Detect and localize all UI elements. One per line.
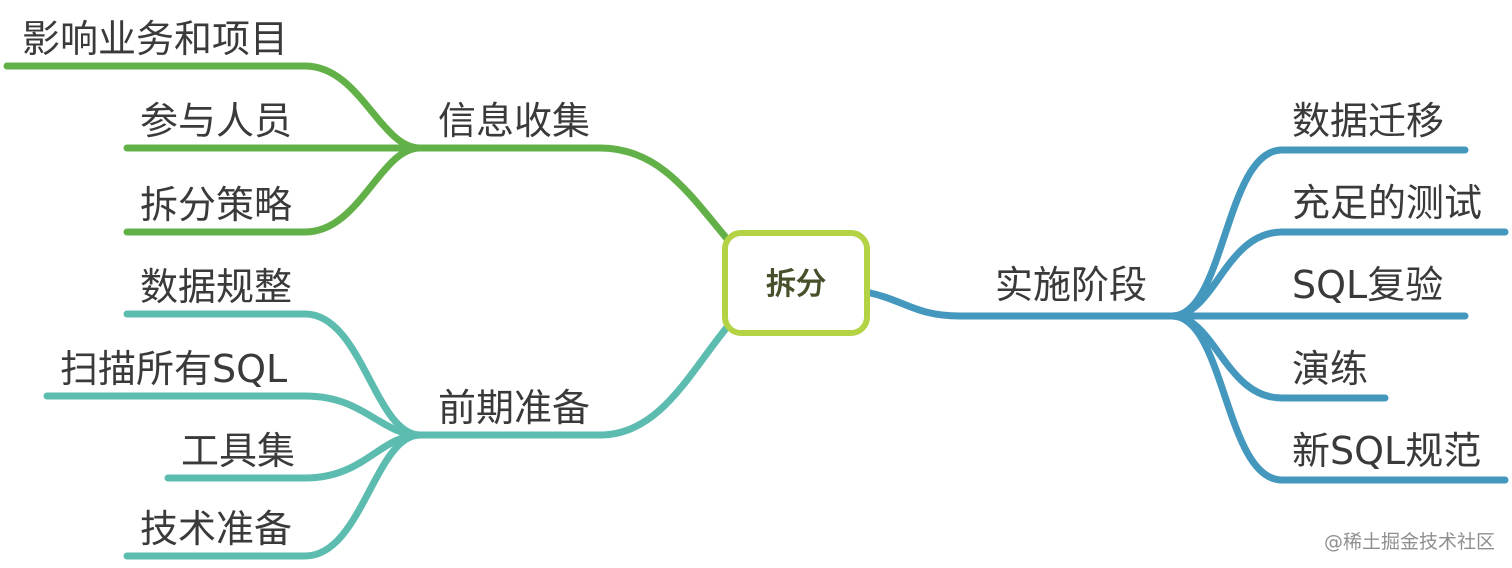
watermark: @稀土掘金技术社区 bbox=[1324, 531, 1495, 553]
connector-center-to-preparation bbox=[416, 322, 732, 439]
leaf-label-participants[interactable]: 参与人员 bbox=[140, 99, 292, 143]
branch-label-preparation[interactable]: 前期准备 bbox=[438, 386, 590, 430]
leaf-label-rehearsal[interactable]: 演练 bbox=[1292, 347, 1368, 391]
leaf-label-data-cleanup[interactable]: 数据规整 bbox=[140, 265, 292, 309]
leaf-label-toolset[interactable]: 工具集 bbox=[181, 429, 295, 473]
leaf-label-data-migration[interactable]: 数据迁移 bbox=[1292, 99, 1444, 143]
connector-leaf-testing bbox=[1168, 228, 1509, 320]
branch-info-collection: 信息收集 影响业务和项目 参与人员 拆分策略 bbox=[3, 17, 732, 244]
branch-label-info-collection[interactable]: 信息收集 bbox=[438, 99, 590, 143]
connector-center-to-implementation bbox=[862, 288, 1176, 320]
connector-leaf-tech-prep bbox=[123, 431, 424, 560]
branch-label-implementation[interactable]: 实施阶段 bbox=[995, 263, 1147, 307]
leaf-label-split-strategy[interactable]: 拆分策略 bbox=[140, 183, 292, 227]
leaf-label-scan-all-sql[interactable]: 扫描所有SQL bbox=[60, 347, 287, 391]
leaf-label-sufficient-testing[interactable]: 充足的测试 bbox=[1292, 181, 1482, 225]
central-node[interactable]: 拆分 bbox=[722, 230, 870, 336]
connector-center-to-info-collection bbox=[416, 144, 732, 244]
central-node-box bbox=[722, 230, 870, 336]
central-node-label: 拆分 bbox=[766, 267, 826, 302]
leaf-label-tech-prep[interactable]: 技术准备 bbox=[140, 507, 292, 551]
connector-leaf-new-sql-spec bbox=[1168, 312, 1509, 484]
connector-leaf-scan-sql bbox=[43, 392, 424, 439]
leaf-label-new-sql-spec[interactable]: 新SQL规范 bbox=[1292, 429, 1481, 473]
leaf-label-impact-business-projects[interactable]: 影响业务和项目 bbox=[22, 17, 288, 61]
leaf-label-sql-recheck[interactable]: SQL复验 bbox=[1292, 263, 1443, 307]
connector-leaf-strategy bbox=[123, 144, 424, 236]
branch-implementation: 实施阶段 数据迁移 充足的测试 SQL复验 演练 新SQL规范 bbox=[862, 99, 1509, 484]
branch-preparation: 前期准备 数据规整 扫描所有SQL 工具集 技术准备 bbox=[43, 265, 732, 560]
connector-leaf-impact bbox=[3, 62, 424, 152]
